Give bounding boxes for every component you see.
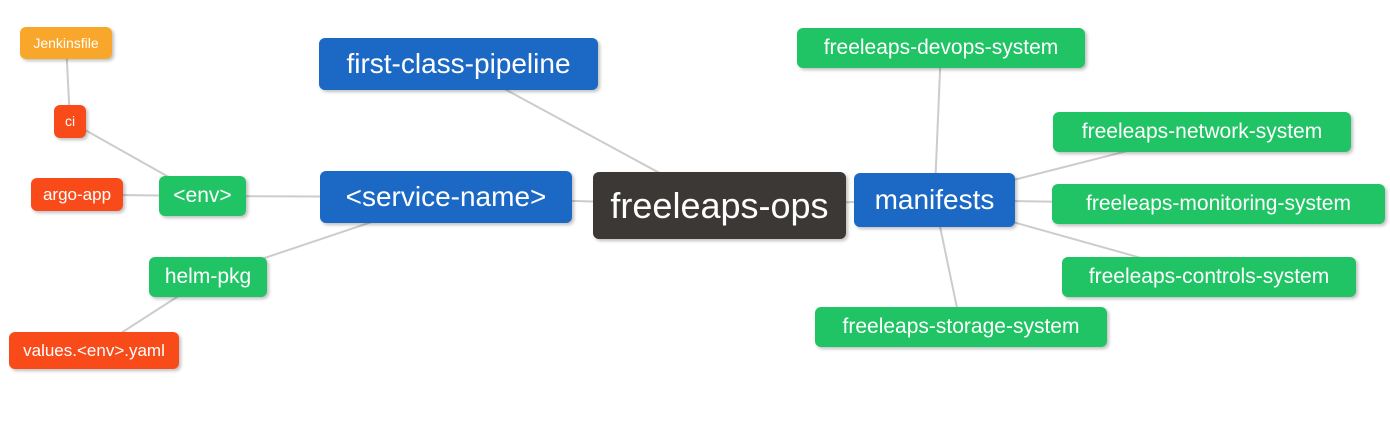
node-jenkinsfile[interactable]: Jenkinsfile (20, 27, 112, 59)
node-freeleaps-storage-system[interactable]: freeleaps-storage-system (815, 307, 1107, 347)
node-ci[interactable]: ci (54, 105, 86, 138)
node-argo-app[interactable]: argo-app (31, 178, 123, 211)
node-freeleaps-ops[interactable]: freeleaps-ops (593, 172, 846, 239)
node-first-class-pipeline[interactable]: first-class-pipeline (319, 38, 598, 90)
node-freeleaps-monitoring-system[interactable]: freeleaps-monitoring-system (1052, 184, 1385, 224)
node-freeleaps-devops-system[interactable]: freeleaps-devops-system (797, 28, 1085, 68)
node-manifests[interactable]: manifests (854, 173, 1015, 227)
node-freeleaps-network-system[interactable]: freeleaps-network-system (1053, 112, 1351, 152)
node-freeleaps-controls-system[interactable]: freeleaps-controls-system (1062, 257, 1356, 297)
node-service-name[interactable]: <service-name> (320, 171, 572, 223)
node-values-env-yaml[interactable]: values.<env>.yaml (9, 332, 179, 369)
node-env[interactable]: <env> (159, 176, 246, 216)
node-helm-pkg[interactable]: helm-pkg (149, 257, 267, 297)
